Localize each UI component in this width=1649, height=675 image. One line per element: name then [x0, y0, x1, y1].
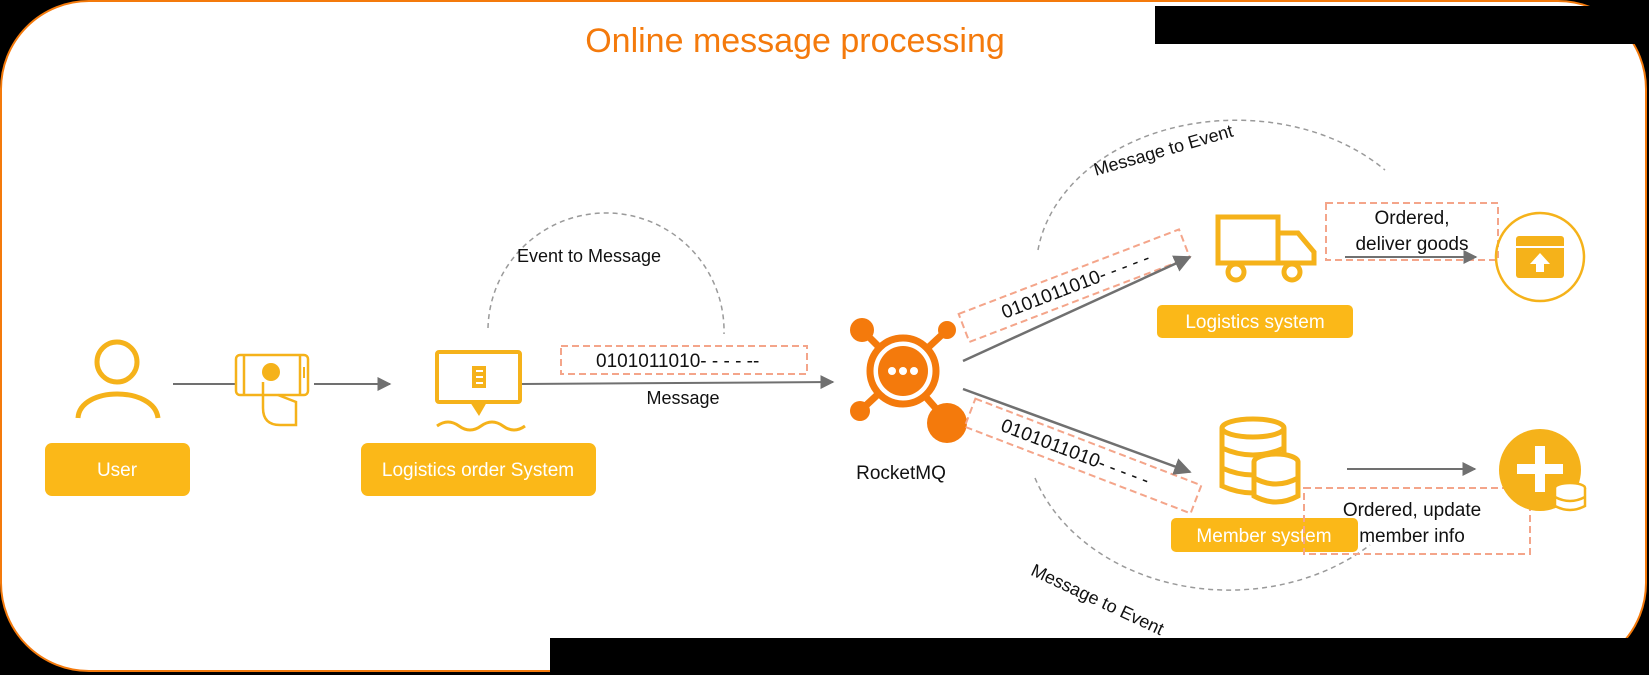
user-icon — [75, 339, 161, 419]
logistics-bits-box — [957, 228, 1192, 344]
event-to-message-arc — [487, 212, 725, 335]
database-icon — [1219, 416, 1301, 505]
add-member-icon — [1499, 429, 1587, 512]
order-system-node — [361, 443, 596, 496]
inbound-bits-box — [560, 345, 808, 375]
deliver-note-line2: deliver goods — [1355, 234, 1468, 255]
black-overlay-top — [1155, 6, 1649, 44]
monitor-icon — [435, 350, 526, 432]
logistics-system-node — [1157, 305, 1353, 338]
deliver-note-line1: Ordered, — [1375, 208, 1450, 229]
mobile-touch-icon — [234, 353, 310, 427]
black-overlay-bottom — [550, 638, 1649, 675]
user-label: User — [97, 460, 138, 481]
rocketmq-icon — [850, 318, 967, 443]
delivery-box-icon — [1494, 211, 1586, 303]
deliver-note-box — [1325, 202, 1499, 261]
member-system-node — [1171, 518, 1358, 552]
update-note-line1: Ordered, update — [1343, 500, 1481, 521]
event-to-message-label: Event to Message — [517, 246, 661, 266]
update-note-line2: member info — [1359, 526, 1465, 547]
arrow-order-to-rocketmq — [521, 375, 835, 390]
rocketmq-label: RocketMQ — [856, 463, 946, 484]
truck-icon — [1215, 214, 1317, 283]
message-to-event-arc-top — [1037, 119, 1386, 251]
arrow-rocketmq-to-member — [962, 387, 1192, 475]
arrow-rocketmq-to-logistics — [962, 255, 1192, 363]
message-label: Message — [646, 388, 719, 408]
member-system-label: Member system — [1196, 526, 1331, 547]
inbound-bits-text: 0101011010- - - - -- — [596, 351, 759, 372]
member-bits-box — [963, 397, 1203, 515]
logistics-system-label: Logistics system — [1185, 312, 1324, 333]
update-note-box — [1303, 487, 1531, 555]
diagram-title: Online message processing — [585, 22, 1005, 60]
user-node — [45, 443, 190, 496]
order-system-label: Logistics order System — [382, 460, 574, 481]
